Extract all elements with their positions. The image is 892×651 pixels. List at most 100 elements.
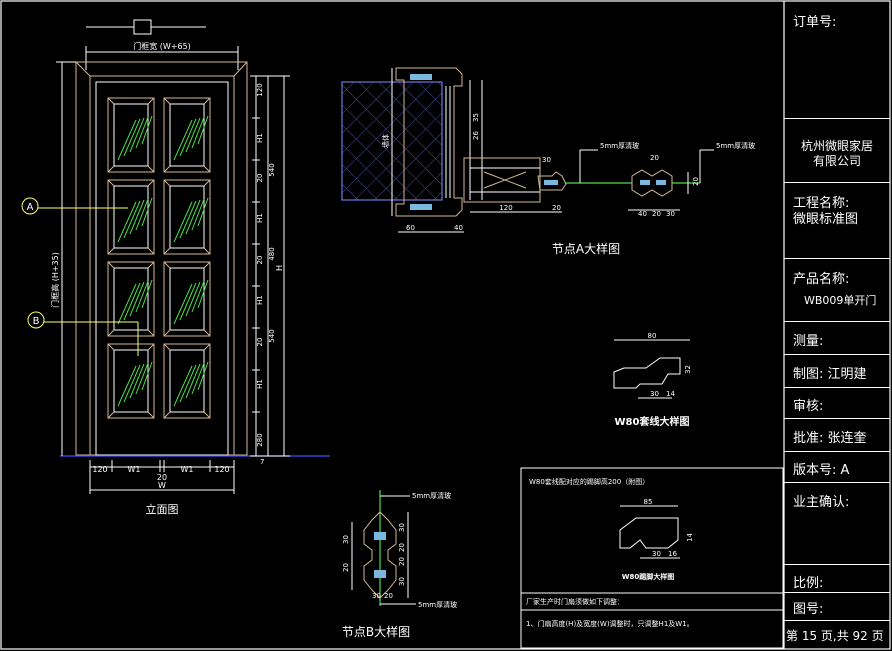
drawing-no-label: 图号: xyxy=(793,602,824,617)
glass-hatch xyxy=(197,361,209,391)
skirting-header: W80套线配对应的踢脚高200（附图） xyxy=(529,477,649,486)
panel-miter xyxy=(147,343,155,351)
panel-miter xyxy=(107,179,115,187)
panel-miter xyxy=(163,343,171,351)
dim: 80 xyxy=(648,332,657,340)
drafter-label: 制图: 江明建 xyxy=(793,367,867,382)
panel-miter xyxy=(203,247,211,255)
dim: 30 xyxy=(542,156,551,164)
height-total-label: H xyxy=(275,265,284,271)
glass-hatch xyxy=(117,201,137,243)
right-inner-dim: 20 xyxy=(256,256,264,265)
dim: 85 xyxy=(644,498,653,506)
dim: 30 xyxy=(398,577,406,586)
wall-label: 墙体 xyxy=(381,134,390,148)
panel-miter xyxy=(147,247,155,255)
right-inner-dim: 280 xyxy=(256,433,264,446)
right-inner-dim: H1 xyxy=(256,379,264,389)
right-inner-dim: 20 xyxy=(256,338,264,347)
dim: 120 xyxy=(499,204,512,212)
glass-hatch xyxy=(123,200,141,239)
bottom-dim: 20 xyxy=(157,473,167,482)
glass-hatch xyxy=(179,282,197,321)
door-elevation: 门框宽 (W+65) 门框高 (H+35) 120H120H120H120H12… xyxy=(21,19,330,516)
company-name-2: 有限公司 xyxy=(812,154,861,168)
node-a-detail: 墙体 60 40 35 26 120 20 5mm厚清玻 30 xyxy=(341,67,755,256)
node-b-detail: 5mm厚清玻 5mm厚清玻 30 20 30 20 20 30 30 20 节点… xyxy=(342,490,457,639)
glass-hatch xyxy=(135,280,149,313)
glass-hatch xyxy=(123,118,141,157)
glass-note: 5mm厚清玻 xyxy=(716,141,755,150)
glass-hatch xyxy=(141,279,153,309)
dim: 20 xyxy=(398,543,406,552)
dim: 30 xyxy=(342,535,350,544)
panel-miter xyxy=(203,179,211,187)
project-label: 工程名称: xyxy=(793,196,850,211)
right-outer-dim: 480 xyxy=(268,247,276,260)
dim: 16 xyxy=(668,550,677,558)
project-name: 微眼标准图 xyxy=(793,212,859,227)
glass-hatch xyxy=(197,279,209,309)
right-inner-dim: H1 xyxy=(256,295,264,305)
marker-b: B xyxy=(33,316,40,327)
panel-miter xyxy=(107,411,115,419)
review-label: 审核: xyxy=(793,399,824,414)
panel-frame xyxy=(107,343,155,419)
right-inner-dim: 20 xyxy=(256,174,264,183)
dim: 30 xyxy=(652,550,661,558)
dim: 20 xyxy=(552,204,561,212)
glass-pane xyxy=(169,267,205,331)
dim: 14 xyxy=(666,390,675,398)
glass-hatch xyxy=(191,362,205,395)
elevation-caption: 立面图 xyxy=(146,502,179,516)
panel-miter xyxy=(203,165,211,173)
frame-height-label: 门框高 (H+35) xyxy=(50,252,60,308)
dim: 20 xyxy=(650,154,659,162)
glass-hatch xyxy=(173,365,193,407)
glass-hatch xyxy=(141,197,153,227)
glass-hatch xyxy=(141,115,153,145)
panel-miter xyxy=(147,179,155,187)
glass-hatch xyxy=(173,119,193,161)
dim: 26 xyxy=(472,131,480,140)
dim: 30 xyxy=(398,523,406,532)
panel-miter xyxy=(203,261,211,269)
bottom-dim: W1 xyxy=(181,465,194,474)
dim: 32 xyxy=(684,365,692,374)
glass-hatch xyxy=(135,362,149,395)
bottom-dim: 120 xyxy=(214,465,229,474)
glass-hatch xyxy=(197,197,209,227)
panel-miter xyxy=(107,343,115,351)
glass-hatch xyxy=(135,198,149,231)
glass-hatch xyxy=(191,280,205,313)
scale-label: 比例: xyxy=(793,576,824,591)
skirting-caption: W80踢脚大样图 xyxy=(622,572,674,581)
glass-pane xyxy=(113,267,149,331)
dim: 30 xyxy=(372,592,381,600)
dim: 30 xyxy=(650,390,659,398)
panel-frame xyxy=(107,97,155,173)
frame-width-label: 门框宽 (W+65) xyxy=(133,41,191,51)
dim: 20 xyxy=(692,177,700,186)
panel-frame xyxy=(107,179,155,255)
panel-frame xyxy=(163,261,211,337)
glass-hatch xyxy=(135,116,149,149)
glass-hatch xyxy=(141,361,153,391)
dim: 14 xyxy=(686,533,694,542)
glass-pane xyxy=(169,185,205,249)
panel-miter xyxy=(147,165,155,173)
glass-hatch xyxy=(117,365,137,407)
glass-hatch xyxy=(185,363,201,399)
panel-miter xyxy=(203,343,211,351)
glass-hatch xyxy=(117,283,137,325)
right-bottom-dim: 7 xyxy=(260,458,264,466)
glass-hatch xyxy=(179,200,197,239)
panel-frame xyxy=(163,343,211,419)
glass-panels xyxy=(107,97,211,419)
bottom-dim: W1 xyxy=(128,465,141,474)
right-outer-dim: 540 xyxy=(268,329,276,342)
panel-miter xyxy=(107,247,115,255)
panel-miter xyxy=(107,261,115,269)
glass-note: 5mm厚清玻 xyxy=(412,491,451,500)
